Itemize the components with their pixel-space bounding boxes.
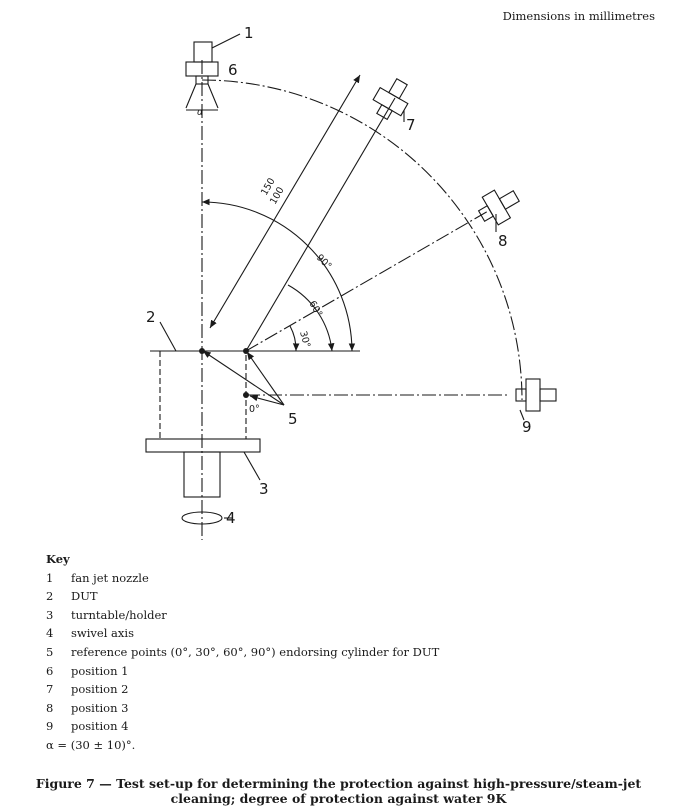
key-item-text: reference points (0°, 30°, 60°, 90°) end… bbox=[71, 644, 440, 659]
turntable-shaft bbox=[183, 451, 221, 498]
dimension-150-line bbox=[209, 74, 361, 329]
angle-label-0: 0° bbox=[249, 404, 260, 415]
key-item-number: 9 bbox=[46, 719, 54, 734]
nozzle-position-4 bbox=[515, 378, 557, 412]
reference-point-0 bbox=[243, 392, 249, 398]
key-item: 9 position 4 bbox=[46, 717, 439, 736]
callout-9: 9 bbox=[522, 418, 532, 436]
key-item: 6 position 1 bbox=[46, 662, 439, 681]
key-item-number: 1 bbox=[46, 570, 54, 585]
ref-arrow-1 bbox=[202, 350, 285, 406]
key-item-number: 2 bbox=[46, 589, 54, 604]
reference-point-60 bbox=[243, 348, 249, 354]
nozzle-position-3 bbox=[477, 189, 521, 226]
key-item: 4 swivel axis bbox=[46, 624, 439, 643]
callout-8: 8 bbox=[498, 232, 508, 250]
callout-2: 2 bbox=[146, 308, 156, 326]
alpha-angle-label: α bbox=[197, 107, 204, 118]
ref-arrow-3 bbox=[249, 394, 285, 406]
dimensions-note: Dimensions in millimetres bbox=[502, 9, 655, 23]
reference-point-90 bbox=[199, 348, 205, 354]
key-item-text: position 4 bbox=[71, 719, 129, 734]
nozzle-position-1 bbox=[185, 41, 219, 111]
caption-line-2: cleaning; degree of protection against w… bbox=[170, 791, 507, 806]
angle-arc-30 bbox=[289, 325, 300, 352]
callout-5: 5 bbox=[288, 410, 298, 428]
callout-7: 7 bbox=[406, 116, 416, 134]
key-item: 2 DUT bbox=[46, 587, 439, 606]
key-item: 1 fan jet nozzle bbox=[46, 569, 439, 588]
key-item-number: 6 bbox=[46, 663, 54, 678]
key-item: 3 turntable/holder bbox=[46, 606, 439, 625]
nozzle-position-2 bbox=[372, 77, 409, 121]
key-item-number: 7 bbox=[46, 682, 54, 697]
key-item-text: fan jet nozzle bbox=[71, 570, 149, 585]
swivel-arrow bbox=[181, 511, 223, 525]
position-3-axis bbox=[245, 209, 491, 352]
position-arc bbox=[201, 79, 523, 401]
key-item-number: 4 bbox=[46, 626, 54, 641]
dut-outline bbox=[159, 350, 247, 440]
key-item-number: 5 bbox=[46, 644, 54, 659]
callout-6: 6 bbox=[228, 61, 238, 79]
angle-label-60: 60° bbox=[306, 299, 324, 319]
test-setup-diagram: 1 2 3 4 5 6 7 8 9 90° 60° 30° 0° 150 100… bbox=[145, 24, 557, 540]
callout-3: 3 bbox=[259, 480, 269, 498]
angle-arc-60 bbox=[287, 284, 335, 352]
key-item: 8 position 3 bbox=[46, 699, 439, 718]
key-item-text: position 1 bbox=[71, 663, 129, 678]
turntable-plate bbox=[145, 438, 261, 453]
key-item-number: 8 bbox=[46, 700, 54, 715]
key-item-text: DUT bbox=[71, 589, 98, 604]
angle-label-30: 30° bbox=[297, 330, 312, 349]
key-item-number: 3 bbox=[46, 607, 54, 622]
key-item: 7 position 2 bbox=[46, 680, 439, 699]
key-item-text: position 2 bbox=[71, 682, 129, 697]
ref-arrow-2 bbox=[246, 351, 285, 406]
alpha-note: α = (30 ± 10)°. bbox=[46, 737, 136, 752]
key-item: 5 reference points (0°, 30°, 60°, 90°) en… bbox=[46, 643, 439, 662]
key-item-text: position 3 bbox=[71, 700, 129, 715]
key-legend: Key 1 fan jet nozzle 2 DUT 3 turntable/hold… bbox=[46, 550, 439, 755]
callout-1: 1 bbox=[244, 24, 254, 42]
angle-arc-90 bbox=[201, 198, 356, 352]
callout-4: 4 bbox=[226, 509, 236, 527]
caption-line-1: Figure 7 — Test set-up for determining t… bbox=[35, 776, 642, 791]
key-title: Key bbox=[46, 552, 70, 566]
figure-caption: Figure 7 — Test set-up for determining t… bbox=[0, 776, 677, 806]
key-item-text: swivel axis bbox=[71, 626, 134, 641]
key-item-text: turntable/holder bbox=[71, 607, 167, 622]
